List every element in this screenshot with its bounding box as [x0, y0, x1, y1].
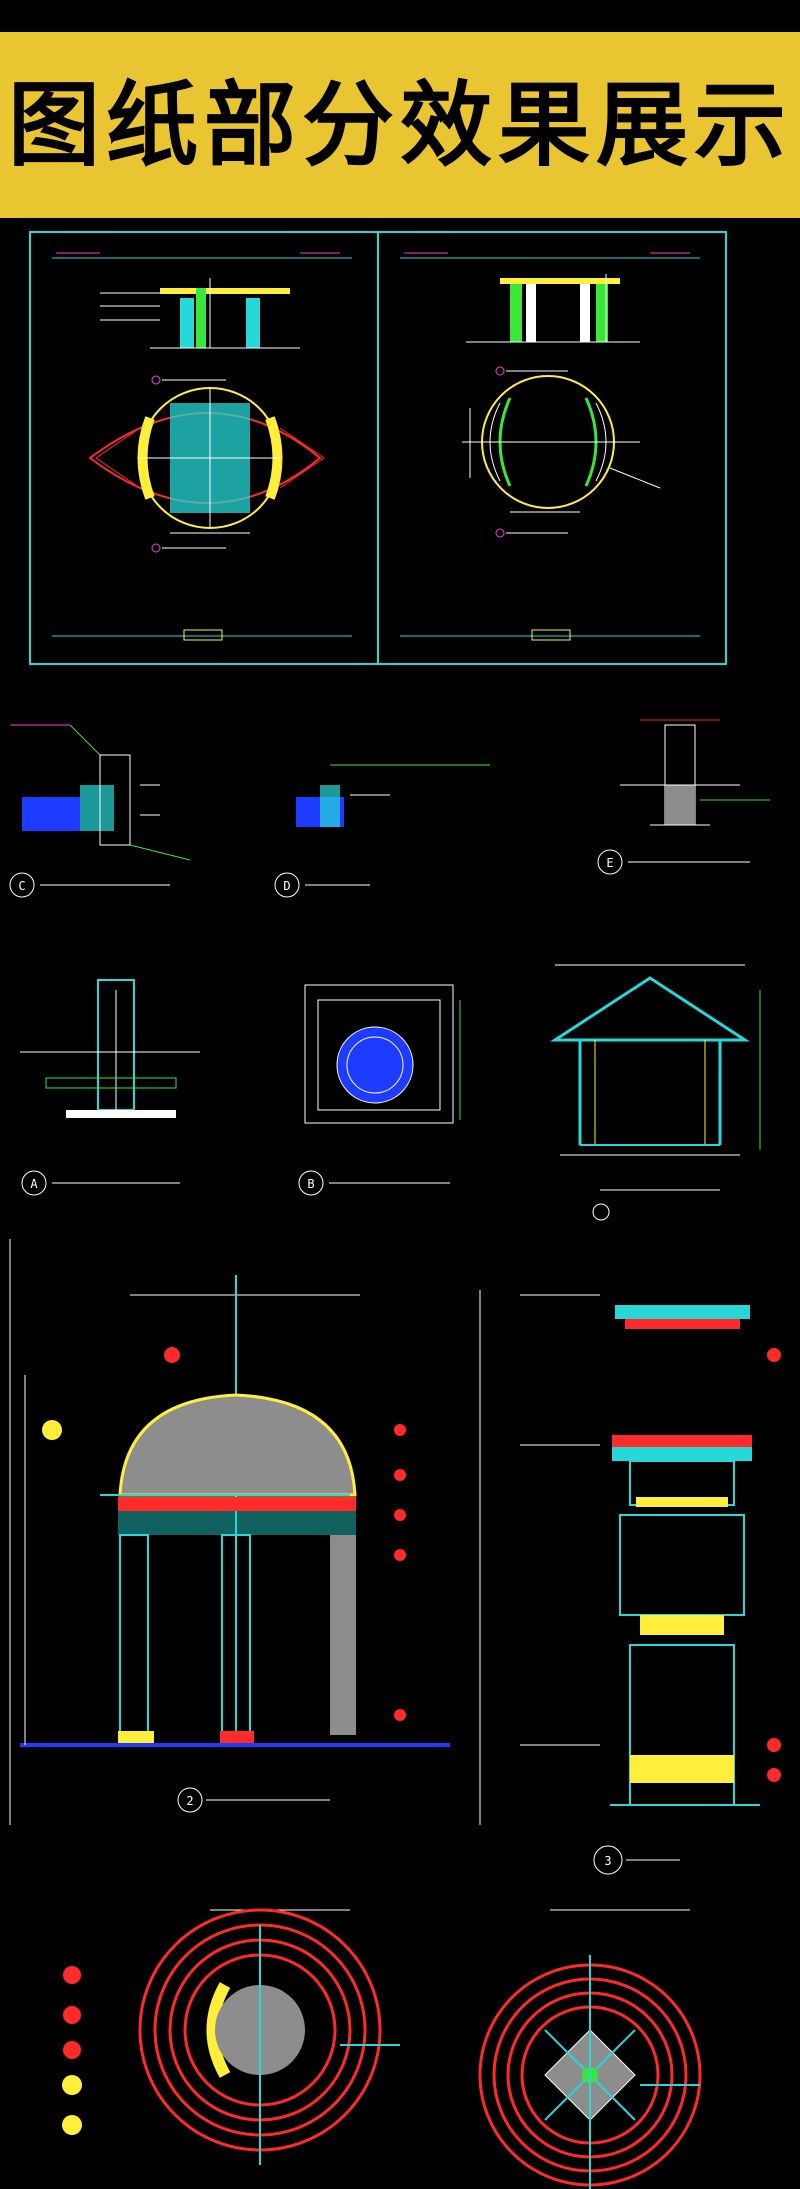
detail-d: D: [274, 764, 490, 898]
detail-label-2: 2: [186, 1794, 193, 1808]
detail-label-3: 3: [604, 1854, 611, 1868]
left-circular-plan: [62, 1908, 400, 2165]
detail-label-a: A: [30, 1177, 38, 1191]
sheet-frames: [0, 228, 800, 668]
left-plan: [88, 387, 325, 553]
right-plan: [462, 375, 661, 538]
left-elevation: [100, 278, 300, 385]
detail-e: E: [597, 719, 770, 875]
banner-plate: [0, 32, 800, 218]
gable-elevation: [549, 964, 761, 1221]
right-elevation: [466, 274, 640, 376]
details-row-1: C D E: [0, 705, 800, 905]
banner: 图纸部分效果展示: [0, 0, 800, 218]
dome-elevation: 2: [20, 1275, 450, 1813]
column-elevation: [479, 1290, 781, 1825]
detail-c: C: [9, 724, 191, 898]
detail-label-b: B: [307, 1177, 314, 1191]
pavilion-and-column: 2: [0, 1235, 800, 1835]
banner-title: 图纸部分效果展示: [7, 72, 792, 179]
detail-a: A: [20, 979, 200, 1196]
detail-label-c: C: [18, 879, 25, 893]
details-row-2: A B: [0, 950, 800, 1230]
detail-label-d: D: [283, 879, 290, 893]
circular-plans: 3: [0, 1835, 800, 2189]
right-circular-plan: [478, 1955, 702, 2189]
detail-label-e: E: [606, 856, 613, 870]
detail-b: B: [298, 984, 461, 1196]
